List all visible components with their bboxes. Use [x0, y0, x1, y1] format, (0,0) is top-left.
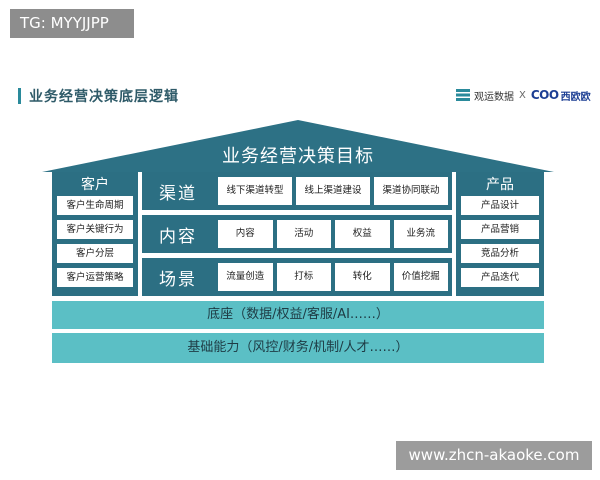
right-column-product: 产品 产品设计 产品营销 竞品分析 产品迭代: [456, 172, 544, 296]
watermark-top: TG: MYYJJPP: [10, 9, 134, 38]
left-column-item: 客户生命周期: [57, 196, 133, 215]
row-cell: 活动: [276, 220, 331, 248]
right-column-item: 产品迭代: [461, 268, 539, 287]
row-label: 渠道: [159, 183, 197, 204]
row-label: 场景: [159, 269, 197, 290]
row-cell: 打标: [276, 263, 331, 291]
roof-title: 业务经营决策目标: [222, 146, 374, 167]
row-cell: 转化: [335, 263, 390, 291]
brand-logos: 观运数据 X COO 西欧欧: [456, 86, 591, 104]
heading-accent-bar: [18, 88, 21, 104]
row-content: 内容 内容 活动 权益 业务流: [142, 215, 452, 253]
row-cell: 线下渠道转型: [218, 177, 292, 205]
left-column-item: 客户运营策略: [57, 268, 133, 287]
right-column-item: 竞品分析: [461, 244, 539, 263]
row-cell: 价值挖掘: [393, 263, 448, 291]
left-column-customer: 客户 客户生命周期 客户关键行为 客户分层 客户运营策略: [52, 172, 138, 296]
row-cell: 内容: [218, 220, 273, 248]
heading-text: 业务经营决策底层逻辑: [29, 89, 179, 105]
center-block: 渠道 线下渠道转型 线上渠道建设 渠道协同联动 内容 内容 活动 权益 业务流 …: [142, 172, 452, 296]
base-layer-capabilities: 基础能力（风控/财务/机制/人才……）: [52, 333, 544, 363]
right-column-item: 产品营销: [461, 220, 539, 239]
brand-name-1: 观运数据: [474, 91, 514, 103]
page-heading: 业务经营决策底层逻辑: [18, 86, 179, 106]
guanyun-logo-icon: [456, 89, 470, 101]
coo-logo: COO: [530, 88, 559, 102]
left-column-item: 客户关键行为: [57, 220, 133, 239]
row-channel: 渠道 线下渠道转型 线上渠道建设 渠道协同联动: [142, 172, 452, 210]
watermark-bottom: www.zhcn-akaoke.com: [396, 441, 592, 470]
row-cell: 业务流: [393, 220, 448, 248]
row-scene: 场景 流量创造 打标 转化 价值挖掘: [142, 258, 452, 296]
row-label: 内容: [159, 226, 197, 247]
brand-separator: X: [519, 89, 526, 101]
brand-name-2: 西欧欧: [560, 91, 591, 103]
left-column-item: 客户分层: [57, 244, 133, 263]
right-column-title: 产品: [486, 177, 514, 193]
roof-shape: [42, 120, 554, 172]
left-column-title: 客户: [81, 177, 109, 193]
row-cell: 线上渠道建设: [296, 177, 370, 205]
row-cell: 渠道协同联动: [374, 177, 448, 205]
right-column-item: 产品设计: [461, 196, 539, 215]
base-layer-foundation: 底座（数据/权益/客服/AI……）: [52, 301, 544, 329]
row-cell: 权益: [335, 220, 390, 248]
row-cell: 流量创造: [218, 263, 273, 291]
